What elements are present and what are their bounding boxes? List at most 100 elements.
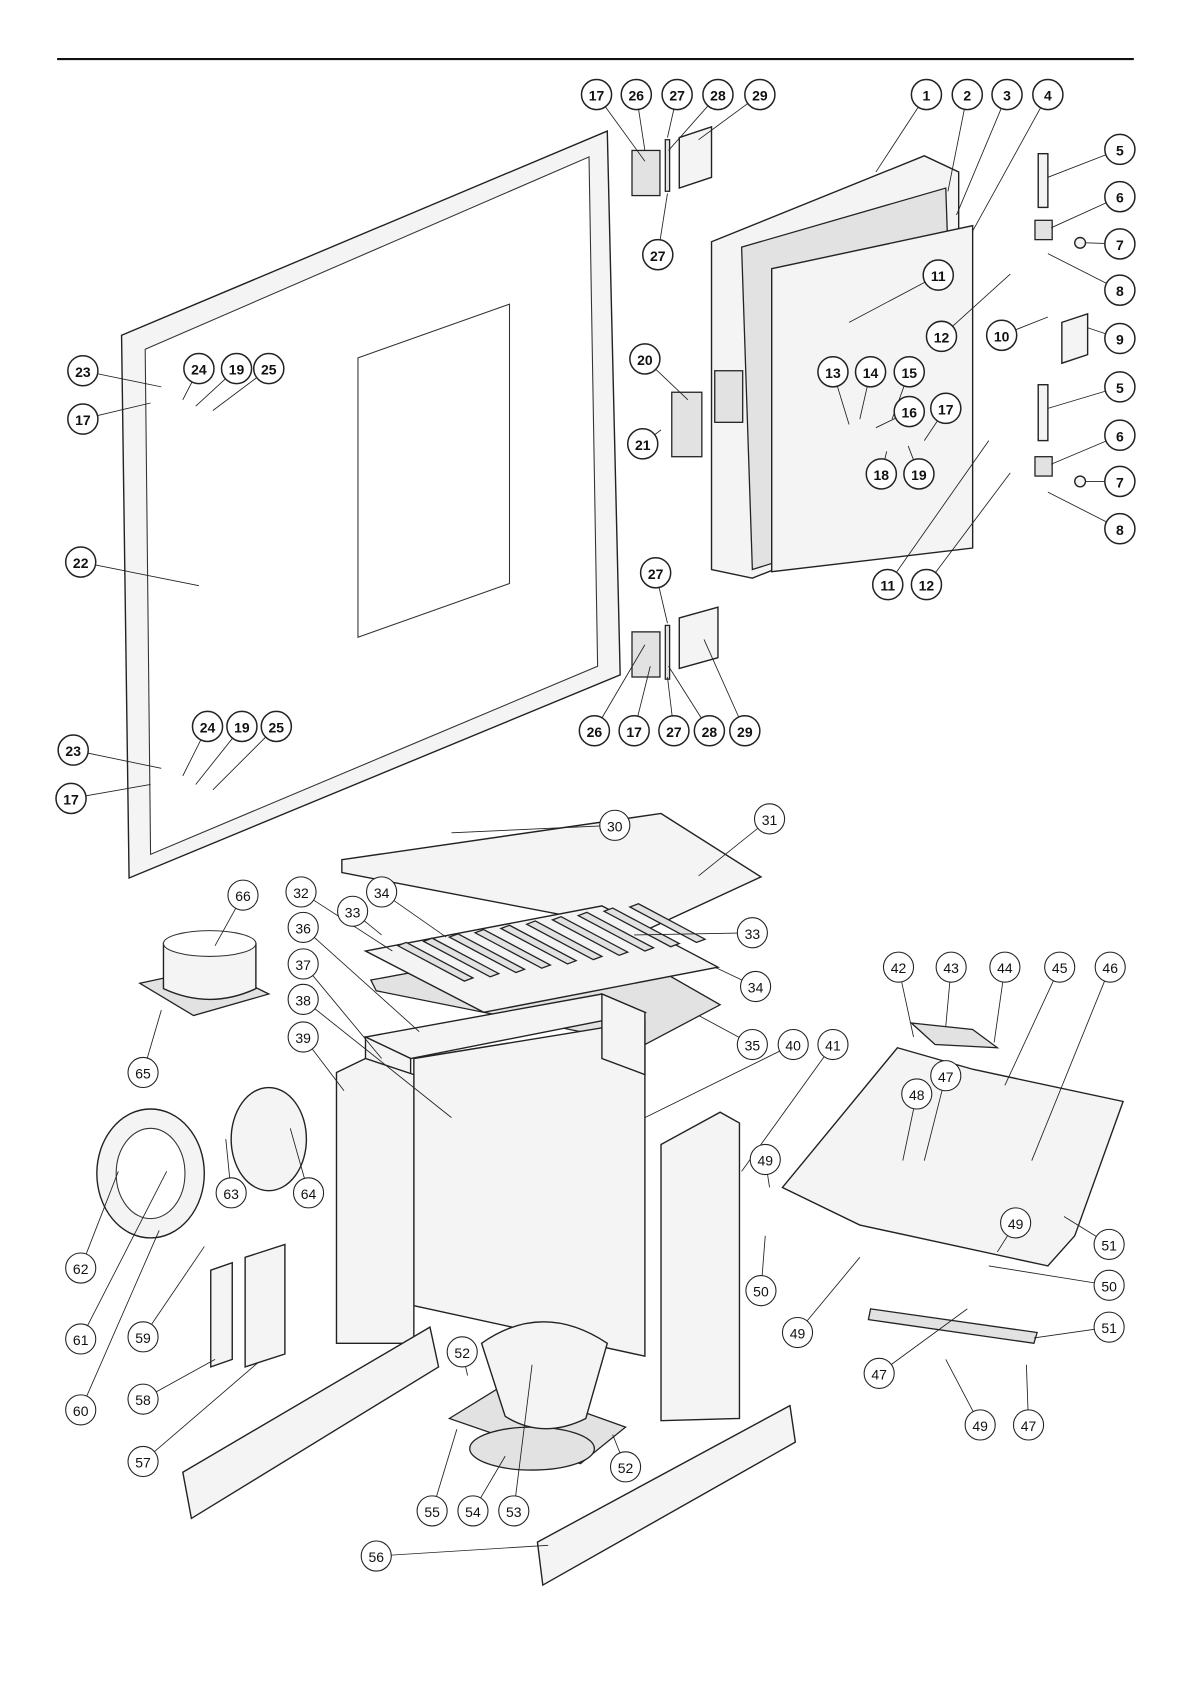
callout-label: 9 bbox=[1116, 332, 1124, 348]
callout-circle bbox=[749, 1143, 781, 1176]
callout-1: 1 bbox=[910, 78, 943, 111]
hinge-block-6a bbox=[1034, 219, 1053, 241]
callout-33: 33 bbox=[337, 895, 369, 927]
callout-circle bbox=[736, 917, 768, 949]
callout-circle bbox=[935, 951, 967, 983]
callout-label: 6 bbox=[1116, 428, 1124, 444]
leader-line bbox=[926, 472, 1011, 585]
callout-49: 49 bbox=[964, 1409, 996, 1441]
callout-circle bbox=[1104, 133, 1136, 166]
callout-label: 53 bbox=[506, 1504, 522, 1520]
callout-circle bbox=[745, 1275, 777, 1307]
deflector-tray bbox=[781, 1046, 1125, 1267]
callout-7: 7 bbox=[1104, 465, 1136, 498]
callout-circle bbox=[901, 1078, 933, 1110]
callout-label: 64 bbox=[301, 1186, 317, 1202]
callout-44: 44 bbox=[989, 951, 1021, 983]
callout-19: 19 bbox=[903, 458, 935, 490]
callout-label: 54 bbox=[465, 1504, 481, 1520]
callout-circle bbox=[191, 710, 224, 743]
callout-label: 17 bbox=[63, 792, 79, 808]
callout-circle bbox=[661, 78, 693, 111]
callout-6: 6 bbox=[1104, 180, 1136, 213]
callout-circle bbox=[863, 1357, 895, 1389]
callout-15: 15 bbox=[893, 356, 926, 388]
callout-circle bbox=[292, 1177, 325, 1209]
callout-circle bbox=[252, 352, 285, 385]
callout-circle bbox=[65, 1323, 97, 1355]
hinge-bracket-bottom bbox=[678, 606, 719, 670]
grate-bar bbox=[447, 933, 527, 974]
callout-circle bbox=[287, 983, 319, 1015]
callout-26: 26 bbox=[578, 714, 611, 747]
callout-9: 9 bbox=[1104, 322, 1136, 355]
callout-label: 31 bbox=[762, 812, 778, 828]
door-frame-assembly bbox=[120, 130, 621, 880]
callout-label: 12 bbox=[934, 329, 950, 345]
callout-circle bbox=[1104, 512, 1136, 545]
grate bbox=[363, 905, 721, 1014]
glass-pane bbox=[357, 303, 511, 639]
callout-circle bbox=[739, 970, 772, 1003]
callout-43: 43 bbox=[935, 951, 967, 983]
callout-circle bbox=[226, 710, 258, 743]
callout-label: 62 bbox=[73, 1261, 89, 1277]
callout-circle bbox=[220, 352, 253, 385]
callout-circle bbox=[871, 568, 904, 601]
callout-circle bbox=[1093, 1228, 1125, 1260]
grate-bars bbox=[396, 903, 707, 982]
callout-label: 15 bbox=[901, 365, 917, 381]
callout-label: 7 bbox=[1116, 475, 1124, 491]
nut-7b bbox=[1074, 475, 1087, 488]
callout-label: 27 bbox=[669, 88, 685, 104]
top-plate bbox=[341, 812, 763, 932]
callout-17: 17 bbox=[580, 78, 613, 111]
callout-20: 20 bbox=[629, 343, 661, 375]
hinge-pin-5a bbox=[1037, 152, 1049, 209]
callout-circle bbox=[285, 876, 317, 908]
callout-circle bbox=[753, 803, 786, 835]
callout-circle bbox=[215, 1177, 247, 1209]
callout-circle bbox=[903, 458, 935, 490]
deflector-plate-51 bbox=[867, 1308, 1038, 1344]
callout-label: 46 bbox=[1102, 960, 1118, 976]
callout-label: 33 bbox=[745, 926, 761, 942]
callout-label: 28 bbox=[702, 724, 718, 740]
callout-21: 21 bbox=[626, 428, 659, 460]
callout-25: 25 bbox=[252, 352, 285, 385]
callout-12: 12 bbox=[925, 320, 958, 353]
callout-2: 2 bbox=[951, 78, 984, 111]
callout-50: 50 bbox=[745, 1275, 777, 1307]
grate-bar bbox=[499, 924, 578, 965]
callout-label: 24 bbox=[200, 720, 216, 736]
leader-line bbox=[302, 927, 420, 1032]
callout-circle bbox=[618, 714, 650, 747]
callout-circle bbox=[67, 354, 99, 387]
hinge-block-6b bbox=[1034, 456, 1053, 477]
callout-label: 17 bbox=[938, 401, 954, 417]
callout-circle bbox=[951, 78, 984, 111]
callout-label: 8 bbox=[1116, 283, 1124, 299]
callout-48: 48 bbox=[901, 1078, 933, 1110]
callout-label: 52 bbox=[618, 1460, 634, 1476]
callout-circle bbox=[744, 78, 776, 111]
callout-35: 35 bbox=[736, 1028, 768, 1061]
callout-circle bbox=[910, 78, 943, 111]
callout-label: 66 bbox=[235, 888, 251, 904]
callout-circle bbox=[693, 714, 726, 747]
callout-31: 31 bbox=[753, 803, 786, 835]
callout-label: 22 bbox=[73, 555, 89, 571]
callout-circle bbox=[1104, 180, 1136, 213]
callout-label: 27 bbox=[666, 724, 682, 740]
leader-line bbox=[956, 94, 1008, 216]
callout-circle bbox=[991, 78, 1023, 111]
callout-circle bbox=[1012, 1409, 1045, 1441]
callout-49: 49 bbox=[749, 1143, 781, 1176]
callout-30: 30 bbox=[599, 809, 631, 841]
callout-55: 55 bbox=[416, 1495, 448, 1527]
callout-label: 2 bbox=[963, 88, 971, 104]
grate-bar bbox=[473, 928, 552, 969]
callout-label: 25 bbox=[261, 362, 277, 378]
funnel bbox=[480, 1321, 609, 1430]
callout-label: 11 bbox=[880, 578, 895, 594]
